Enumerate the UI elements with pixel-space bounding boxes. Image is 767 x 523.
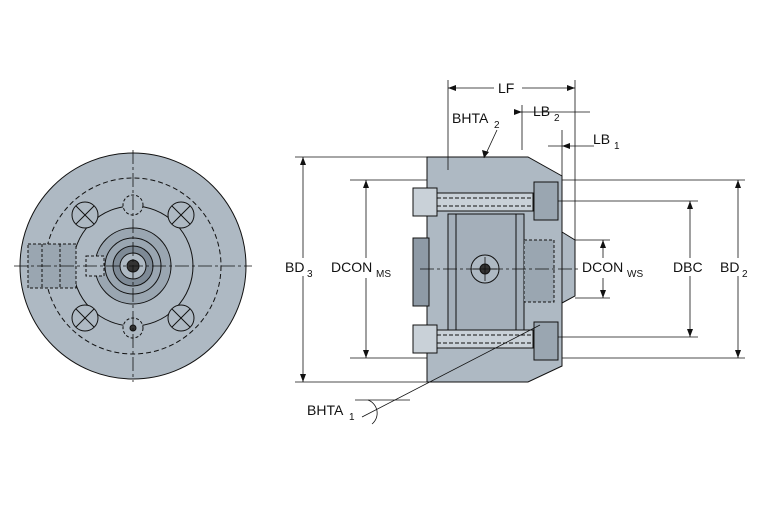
label-dcon-ws: DCON — [582, 259, 623, 275]
label-bhta1: BHTA — [307, 402, 344, 418]
svg-text:3: 3 — [307, 269, 313, 280]
dimension-labels: LF LB 2 LB 1 BHTA 2 BD 3 DCON MS DCON WS… — [283, 80, 762, 423]
svg-text:1: 1 — [349, 412, 355, 423]
front-bolt-heads — [71, 201, 195, 332]
svg-text:2: 2 — [554, 113, 560, 124]
side-nose — [561, 231, 576, 304]
label-lf: LF — [498, 80, 514, 96]
svg-text:MS: MS — [376, 269, 391, 280]
front-view — [14, 150, 252, 382]
svg-text:2: 2 — [742, 269, 748, 280]
svg-text:WS: WS — [627, 269, 643, 280]
label-dbc: DBC — [673, 259, 703, 275]
side-flange — [412, 237, 430, 307]
side-top-bolt — [412, 181, 559, 221]
label-lb2: LB — [533, 103, 550, 119]
svg-text:2: 2 — [494, 120, 500, 131]
label-dcon-ms: DCON — [331, 259, 372, 275]
arrowheads — [300, 85, 741, 382]
bhta1-leader — [361, 324, 541, 418]
side-view — [412, 156, 602, 383]
label-bd3: BD — [285, 259, 304, 275]
label-bd2: BD — [720, 259, 739, 275]
side-bottom-bolt — [412, 321, 559, 361]
label-bhta2: BHTA — [452, 110, 489, 126]
label-lb1: LB — [593, 131, 610, 147]
svg-text:1: 1 — [614, 141, 620, 152]
